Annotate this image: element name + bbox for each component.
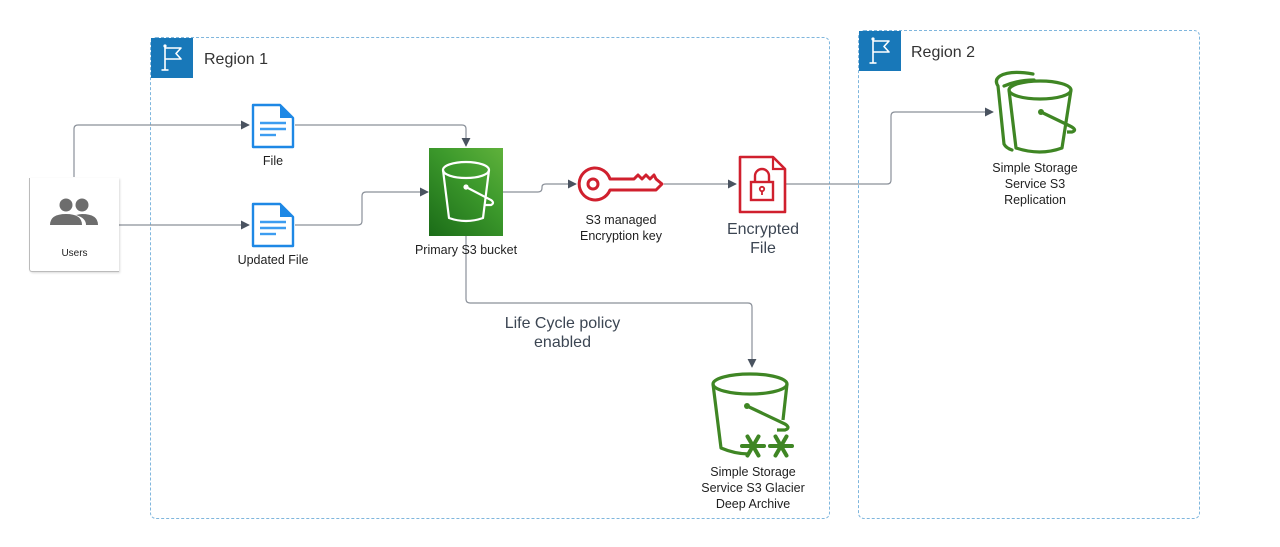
document-icon[interactable] [250,103,296,149]
glacier-label-line2: Service S3 Glacier [701,481,805,495]
flag-icon [859,31,901,71]
edge-users-to-file [73,120,250,177]
edge-updated-file-to-bucket [295,187,429,226]
region-1-group: Region 1 [150,37,830,519]
glacier-label-line1: Simple Storage [710,465,796,479]
encryption-key-label: S3 managed Encryption key [565,212,677,244]
users-icon [50,198,98,225]
replication-label-line1: Simple Storage [992,161,1078,175]
s3-bucket-icon [441,160,495,223]
users-node[interactable]: Users [29,178,119,272]
glacier-label-line3: Deep Archive [715,497,791,511]
document-icon[interactable] [250,202,296,248]
encrypted-file-icon[interactable] [737,155,789,215]
encrypted-file-label-line2: File [750,240,776,257]
replication-label-line3: Replication [1004,193,1066,207]
edge-bucket-to-glacier [465,236,757,368]
key-icon[interactable] [576,164,666,204]
encryption-key-label-line2: Encryption key [580,229,662,243]
snowflake-icon [768,434,794,458]
glacier-label: Simple Storage Service S3 Glacier Deep A… [688,464,818,512]
primary-s3-bucket-node[interactable] [429,148,503,236]
updated-file-label: Updated File [237,253,309,267]
region-2-title: Region 2 [911,44,976,61]
flag-icon [151,38,193,78]
s3-replication-icon[interactable] [990,68,1082,158]
region-2-group: Region 2 [858,30,1200,519]
edge-file-to-bucket [295,124,471,147]
replication-label: Simple Storage Service S3 Replication [970,160,1100,208]
region-1-title: Region 1 [204,51,269,68]
lifecycle-policy-label: Life Cycle policy enabled [490,314,635,352]
s3-glacier-icon[interactable] [705,370,801,462]
edge-bucket-to-key [503,179,577,193]
users-label: Users [61,248,88,259]
replication-label-line2: Service S3 [1004,177,1066,191]
encryption-key-label-line1: S3 managed [585,213,657,227]
lifecycle-policy-label-line1: Life Cycle policy [504,315,621,332]
file-label: File [262,154,284,168]
lifecycle-policy-label-line2: enabled [534,334,591,351]
encrypted-file-label: Encrypted File [713,220,813,258]
edge-encrypted-file-to-replication [786,107,994,185]
encrypted-file-label-line1: Encrypted [726,221,800,238]
primary-s3-bucket-label: Primary S3 bucket [414,243,518,257]
snowflake-icon [740,434,766,458]
